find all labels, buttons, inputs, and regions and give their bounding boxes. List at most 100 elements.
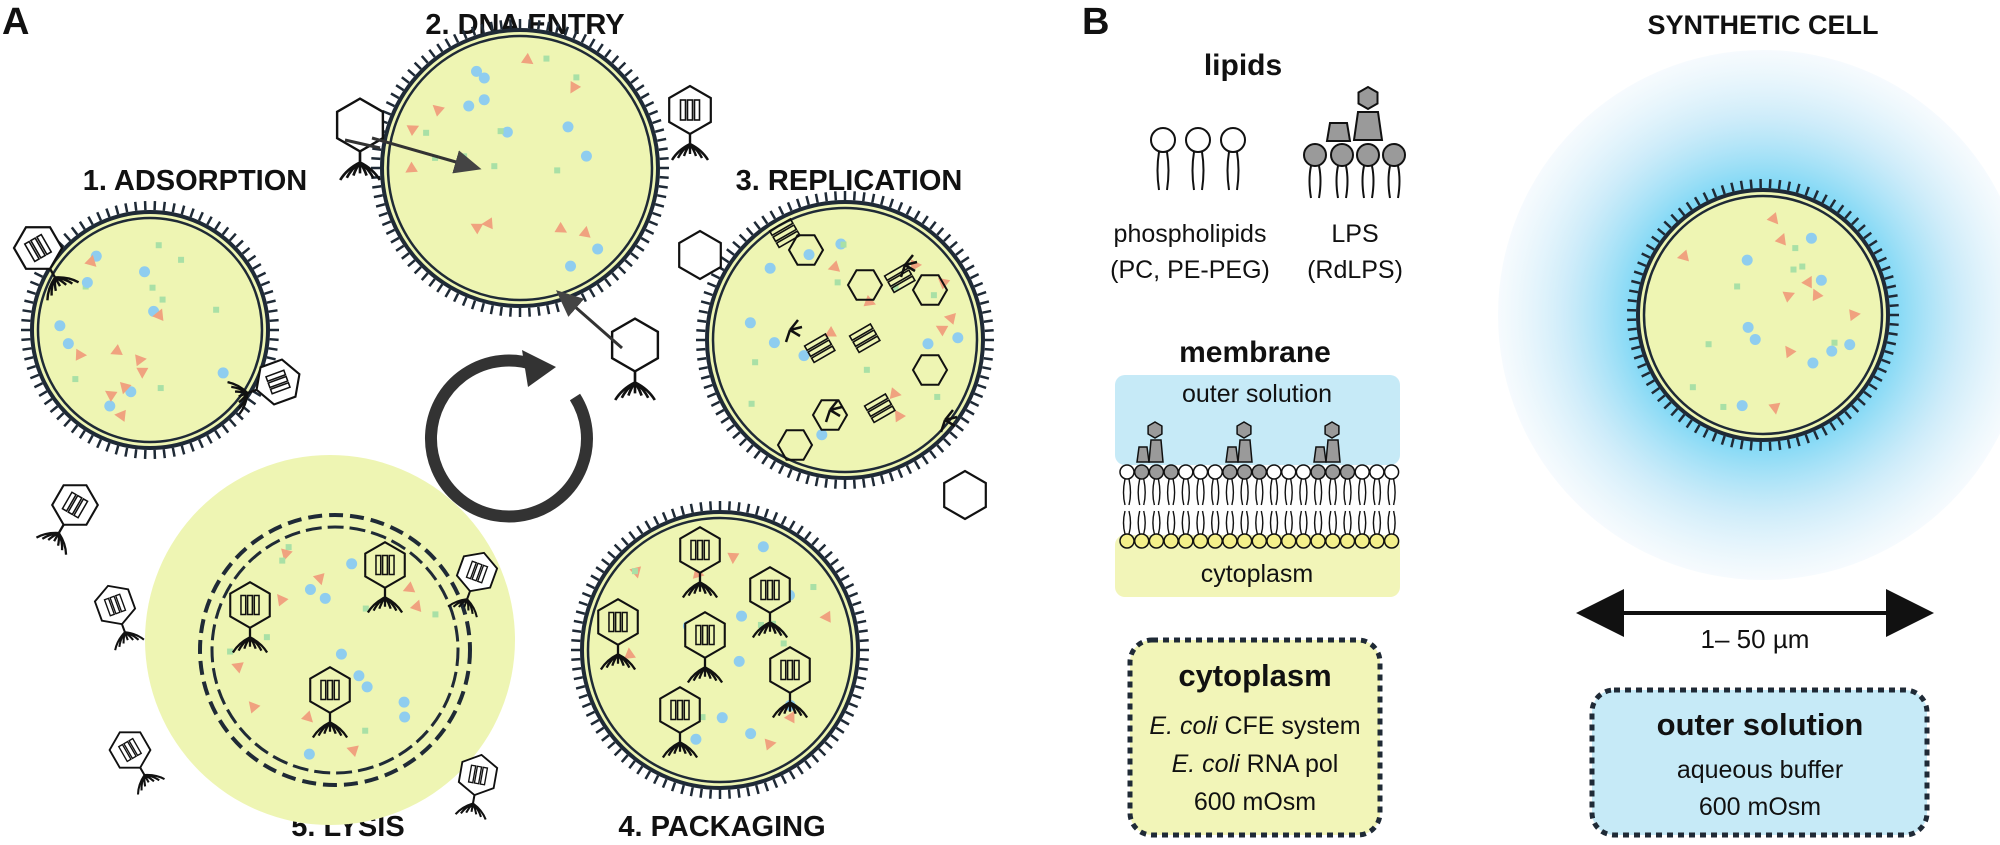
replication-capsid [846, 269, 884, 301]
cargo-circle [803, 249, 815, 261]
cargo-circle [62, 338, 74, 350]
outer-solution-box-title: outer solution [1657, 707, 1864, 742]
phage-capsid [335, 97, 385, 153]
cargo-triangle [783, 710, 795, 724]
cargo-square [748, 400, 755, 407]
bilayer-lps-core-right [1148, 439, 1164, 463]
phage-dna [679, 99, 687, 121]
cargo-triangle [824, 325, 837, 337]
cytoplasm-box-line1: E. coli CFE system [1149, 712, 1360, 740]
bilayer-tail-top [1196, 478, 1205, 506]
cargo-square [834, 279, 841, 286]
cargo-triangle [1768, 402, 1781, 415]
phage [108, 731, 165, 795]
phage-capsid [229, 580, 271, 630]
bilayer-tail-bottom [1343, 510, 1352, 535]
phage-dna [320, 679, 327, 701]
bilayer-lps-o-antigen [1147, 421, 1163, 439]
bilayer-tail-top [1343, 478, 1352, 506]
phage-dna [109, 595, 121, 615]
bilayer-tail-bottom [1225, 510, 1235, 535]
replication-capsid [911, 274, 949, 306]
cell-membrane-inner [1642, 194, 1884, 436]
bilayer-head-bottom [1339, 533, 1356, 549]
bilayer-head-bottom [1310, 533, 1326, 549]
cargo-triangle [1766, 212, 1779, 225]
phage [227, 358, 301, 416]
bilayer-tail-bottom [1181, 510, 1190, 535]
bilayer-head-top [1325, 464, 1341, 480]
cargo-circle [478, 72, 490, 84]
phospholipid-head [1150, 127, 1176, 153]
phage-dna [695, 624, 702, 646]
lps-tails [1335, 165, 1349, 199]
bilayer-tail-top [1299, 478, 1308, 506]
bilayer-head-top [1369, 464, 1385, 480]
bilayer-tail-bottom [1313, 510, 1323, 535]
cargo-square [461, 153, 468, 160]
cargo-triangle [1801, 275, 1812, 289]
cargo-square [1831, 339, 1838, 346]
phage [309, 665, 351, 739]
phage-dna [333, 679, 340, 701]
cargo-circle [1807, 357, 1819, 369]
dna-entry-arrow-bottom [555, 290, 623, 350]
replication-capsid [787, 234, 825, 266]
replication-dna [890, 275, 916, 294]
phospholipid-tails [1156, 151, 1170, 191]
outer-solution-box-line1: aqueous buffer [1677, 756, 1843, 784]
phage-tail-fibers [366, 587, 404, 614]
cargo-square [285, 544, 292, 551]
cargo-circle [1741, 254, 1753, 266]
phage-dna [479, 766, 489, 786]
bilayer-head-top [1222, 464, 1238, 480]
cargo-square [1792, 245, 1799, 252]
bilayer-head-bottom [1280, 533, 1297, 549]
bilayer-tail-bottom [1387, 510, 1396, 535]
empty-capsid [943, 469, 987, 521]
cargo-square [1734, 283, 1741, 290]
cell-membrane-inner [36, 216, 264, 444]
bilayer-tail-top [1387, 478, 1396, 506]
stage-label-replication: 3. REPLICATION [736, 165, 963, 197]
cargo-circle [716, 712, 728, 724]
phage-dna [708, 624, 715, 646]
phage-dna [621, 611, 628, 633]
phage-dna [676, 699, 684, 721]
cargo-square [840, 241, 847, 248]
cargo-triangle [105, 390, 118, 402]
phage [93, 584, 145, 651]
phage-tail-fibers [447, 590, 478, 618]
phage-dna [686, 99, 694, 121]
phage-dna [793, 659, 800, 681]
lps-head [1356, 143, 1380, 167]
phage-dna [67, 494, 83, 516]
cargo-triangle [827, 260, 841, 272]
bilayer-tail-bottom [1372, 510, 1382, 535]
phage-dna [696, 539, 704, 561]
lps-core-left [1325, 122, 1352, 142]
bilayer-tail-top [1284, 478, 1293, 506]
bilayer-head-top [1192, 464, 1209, 480]
cargo-triangle [764, 738, 777, 751]
bilayer-head-top [1163, 464, 1179, 480]
cargo-circle [922, 338, 934, 350]
cell-spikes [696, 191, 994, 489]
cell-dna-entry [371, 19, 669, 317]
cargo-triangle [406, 125, 420, 136]
bilayer-head-bottom [1251, 533, 1268, 549]
phage [659, 685, 701, 759]
bilayer-head-bottom [1148, 533, 1165, 549]
phage-tail-fibers [35, 524, 68, 555]
phage-capsid [679, 525, 721, 575]
phage-capsid [12, 226, 64, 270]
phage-dna [265, 369, 287, 383]
phage-dna [683, 699, 690, 721]
empty-capsid [335, 97, 385, 181]
phage-tail-fibers [231, 627, 269, 654]
cargo-circle [1742, 321, 1754, 333]
cargo-triangle [889, 387, 902, 399]
cargo-square [573, 74, 580, 81]
cargo-triangle [114, 409, 126, 422]
cargo-circle [81, 276, 93, 288]
